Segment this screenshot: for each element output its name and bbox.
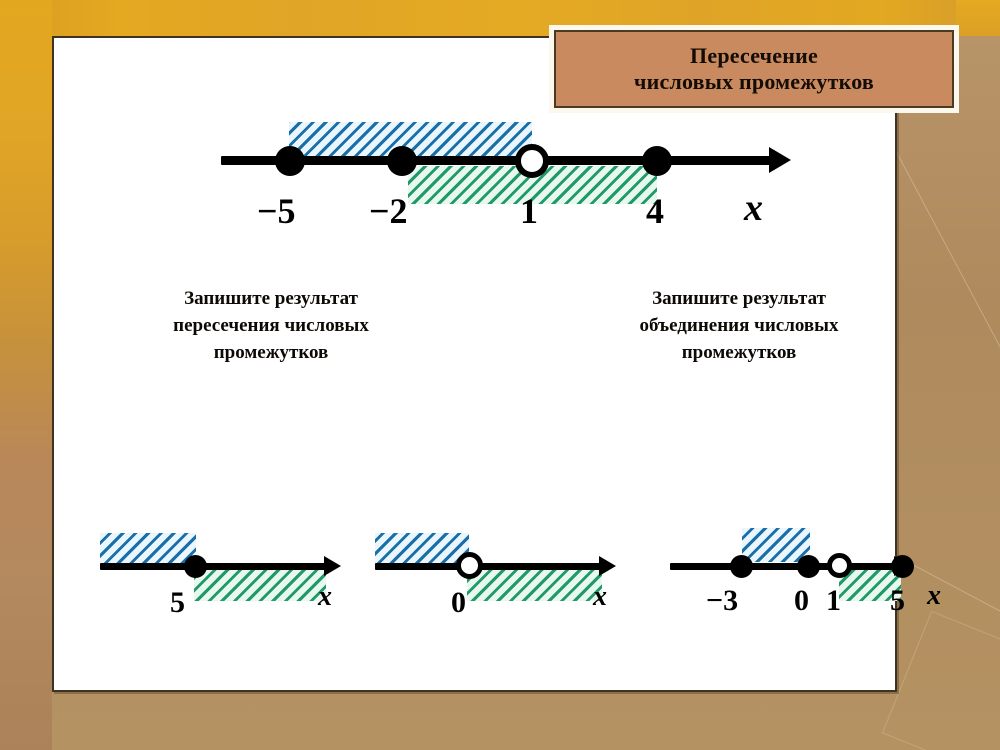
number-line-axis (670, 563, 898, 570)
axis-variable-label: x (744, 187, 763, 229)
tick-label-0: 0 (794, 584, 809, 617)
interval-band-blue-line2 (375, 533, 469, 564)
point-closed-minus2 (387, 146, 417, 176)
interval-band-green-line2 (467, 570, 602, 601)
slide-content-card: −5 −2 1 4 x Запишите результат пересечен… (52, 25, 959, 692)
point-open-0 (456, 552, 483, 579)
number-line-axis (221, 156, 773, 165)
tick-label-0: 0 (451, 586, 466, 619)
axis-arrowhead-icon (324, 556, 341, 576)
axis-arrowhead-icon (599, 556, 616, 576)
interval-band-blue-line3 (742, 528, 810, 562)
small-number-line-2: 0 x (359, 478, 629, 619)
slide-title-line-2: числовых промежутков (634, 69, 874, 94)
tick-label-1: 1 (826, 584, 841, 617)
frame-left-band (0, 0, 52, 750)
slide-title-line-1: Пересечение (690, 43, 818, 69)
bg-decor-polygon (881, 610, 1000, 750)
number-line-axis (100, 563, 328, 570)
tick-label-5: 5 (170, 586, 185, 619)
point-closed-0 (797, 555, 820, 578)
prompt-intersection-line-2: пересечения числовых (173, 314, 369, 336)
point-closed-4 (642, 146, 672, 176)
point-closed-minus3 (730, 555, 753, 578)
tick-label-minus2: −2 (369, 191, 408, 231)
number-line-axis (375, 563, 603, 570)
interval-band-green-line1 (194, 570, 326, 601)
axis-variable-label: x (927, 580, 941, 611)
point-open-1 (827, 553, 852, 578)
slide-title-banner: Пересечение числовых промежутков (549, 25, 959, 113)
main-number-line: −5 −2 1 4 x (54, 38, 899, 258)
prompt-union-line-1: Запишите результат (652, 288, 826, 309)
axis-variable-label: x (593, 581, 607, 612)
point-closed-minus5 (275, 146, 305, 176)
axis-arrowhead-icon (769, 147, 791, 173)
point-closed-5 (891, 555, 914, 578)
tick-label-1: 1 (520, 191, 538, 231)
small-number-line-1: 5 x (84, 478, 344, 619)
point-closed-5 (184, 555, 207, 578)
point-open-1 (515, 144, 549, 178)
tick-label-minus5: −5 (257, 191, 296, 231)
axis-variable-label: x (318, 581, 332, 612)
prompt-intersection-line-1: Запишите результат (184, 288, 358, 309)
prompt-union-line-3: промежутков (681, 341, 797, 363)
small-number-line-3: −3 0 1 5 x (644, 478, 941, 617)
prompt-union: Запишите результат объединения числовых … (574, 286, 904, 367)
prompt-intersection-line-3: промежутков (213, 341, 329, 363)
prompt-union-line-2: объединения числовых (639, 314, 839, 336)
interval-band-green-line3 (839, 570, 901, 601)
interval-band-blue-main (289, 122, 532, 160)
interval-band-blue-line1 (100, 533, 196, 564)
frame-top-right-block (956, 0, 1000, 36)
tick-label-4: 4 (646, 191, 664, 231)
tick-label-5: 5 (890, 584, 905, 617)
tick-label-minus3: −3 (706, 584, 739, 617)
prompt-intersection: Запишите результат пересечения числовых … (106, 286, 436, 367)
